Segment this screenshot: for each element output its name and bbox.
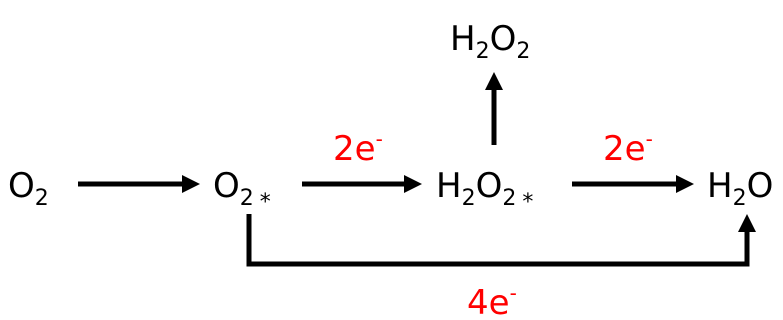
h2o2-ads-h: H xyxy=(436,166,462,206)
species-o2: O2 xyxy=(8,166,49,211)
h2o-h: H xyxy=(707,166,733,206)
species-o2-adsorbed: O2* xyxy=(213,166,271,215)
electron-label-step1: 2e- xyxy=(333,127,383,169)
o2-ads-subscript: 2 xyxy=(240,186,254,211)
electron-label-direct: 4e- xyxy=(467,281,517,320)
o2-subscript: 2 xyxy=(35,186,49,211)
arrow-h2o2-ads-to-h2o xyxy=(572,175,694,193)
h2o2-ads-o-subscript: 2 xyxy=(502,186,516,211)
h2o2-h-subscript: 2 xyxy=(476,39,490,64)
h2o-o: O xyxy=(747,166,774,206)
species-h2o2: H2O2 xyxy=(450,19,530,64)
arrow-o2-ads-to-h2o2-ads xyxy=(302,175,422,193)
h2o2-ads-star: * xyxy=(522,190,533,215)
step2-charge: - xyxy=(646,127,653,151)
step2-count: 2e xyxy=(603,129,646,169)
h2o-h-subscript: 2 xyxy=(733,186,747,211)
o2-ads-star: * xyxy=(260,190,271,215)
arrow-o2-ads-to-h2o-direct xyxy=(246,214,756,267)
o2-ads-base: O xyxy=(213,166,240,206)
arrow-h2o2-ads-to-h2o2 xyxy=(485,72,503,145)
direct-charge: - xyxy=(510,281,517,305)
arrow-o2-to-o2-ads xyxy=(78,175,200,193)
h2o2-ads-h-subscript: 2 xyxy=(462,186,476,211)
h2o2-o: O xyxy=(490,19,517,59)
species-h2o2-adsorbed: H2O2* xyxy=(436,166,533,215)
h2o2-ads-o: O xyxy=(476,166,503,206)
h2o2-o-subscript: 2 xyxy=(516,39,530,64)
step1-count: 2e xyxy=(333,129,376,169)
step1-charge: - xyxy=(376,127,383,151)
species-h2o: H2O xyxy=(707,166,773,211)
h2o2-h: H xyxy=(450,19,476,59)
o2-base: O xyxy=(8,166,35,206)
direct-count: 4e xyxy=(467,283,510,320)
electron-label-step2: 2e- xyxy=(603,127,653,169)
